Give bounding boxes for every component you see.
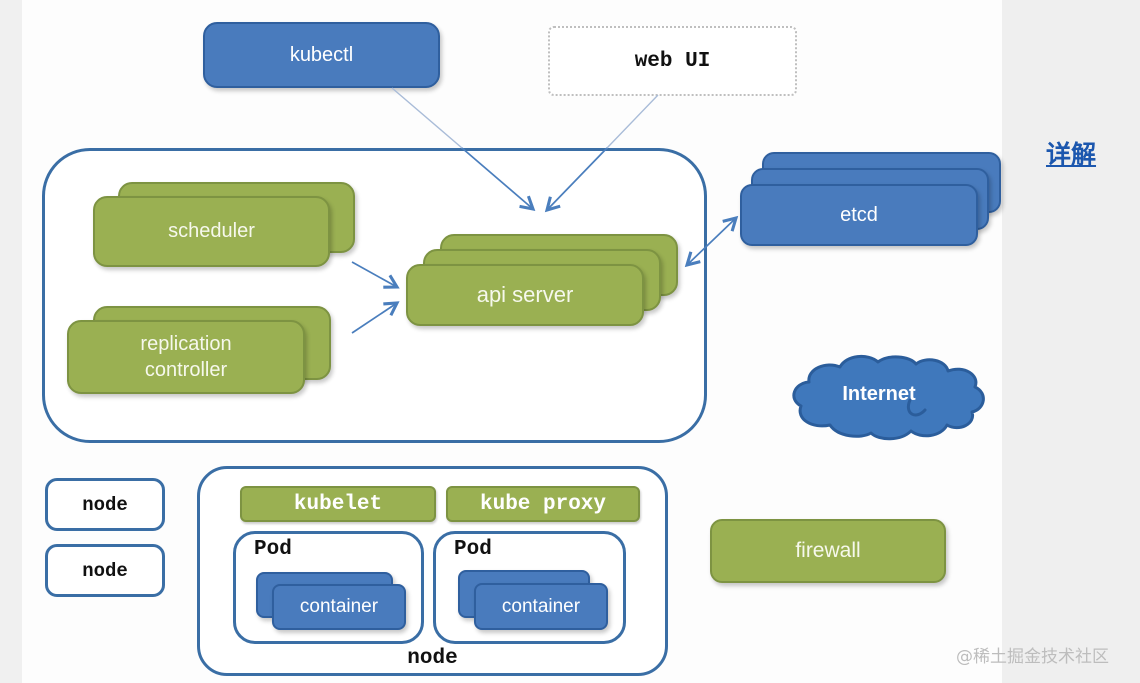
arrow-kubectl-apiserver-upper [391, 87, 463, 149]
pod-2-container-label: container [501, 595, 581, 617]
kubectl-label: kubectl [289, 43, 354, 66]
pod-1-label: Pod [254, 538, 292, 561]
pod-1-container-label: container [299, 596, 379, 617]
page-gutter-right [1002, 0, 1140, 683]
kubelet-node: kubelet [240, 486, 436, 522]
worker-node-container: kubelet kube proxy Pod container Pod con… [197, 466, 668, 676]
node-1-label: node [82, 493, 128, 516]
firewall-label: firewall [795, 539, 861, 562]
firewall-node: firewall [710, 519, 946, 583]
kubectl-node: kubectl [203, 22, 440, 88]
etcd-label: etcd [840, 203, 878, 226]
node-box-1: node [45, 478, 165, 531]
pod-2: Pod container [433, 531, 626, 644]
replication-controller-label: replication controller [140, 333, 232, 381]
detail-link[interactable]: 详解 [1046, 140, 1097, 169]
scheduler-node: scheduler [93, 196, 330, 267]
replication-controller-node: replication controller [67, 320, 305, 394]
watermark: @稀土掘金技术社区 [956, 647, 1109, 667]
api-server-node: api server [406, 264, 644, 326]
api-server-label: api server [476, 282, 574, 307]
cloud-icon [792, 354, 985, 441]
etcd-node: etcd [740, 184, 978, 246]
pod-1-container: container [272, 584, 406, 630]
web-ui-node: web UI [548, 26, 797, 96]
kubelet-label: kubelet [293, 492, 383, 516]
pod-2-label: Pod [454, 538, 492, 561]
arrow-webui-apiserver-upper [606, 94, 659, 149]
web-ui-label: web UI [634, 49, 711, 73]
pod-1: Pod container [233, 531, 424, 644]
kube-proxy-node: kube proxy [446, 486, 640, 522]
pod-2-container: container [474, 583, 608, 630]
internet-label: Internet [842, 383, 916, 405]
kube-proxy-label: kube proxy [479, 492, 607, 516]
node-2-label: node [82, 559, 128, 582]
node-box-2: node [45, 544, 165, 597]
internet-cloud: Internet [790, 353, 990, 443]
page-gutter-left [0, 0, 22, 683]
worker-node-caption: node [407, 647, 458, 670]
scheduler-label: scheduler [168, 220, 255, 242]
